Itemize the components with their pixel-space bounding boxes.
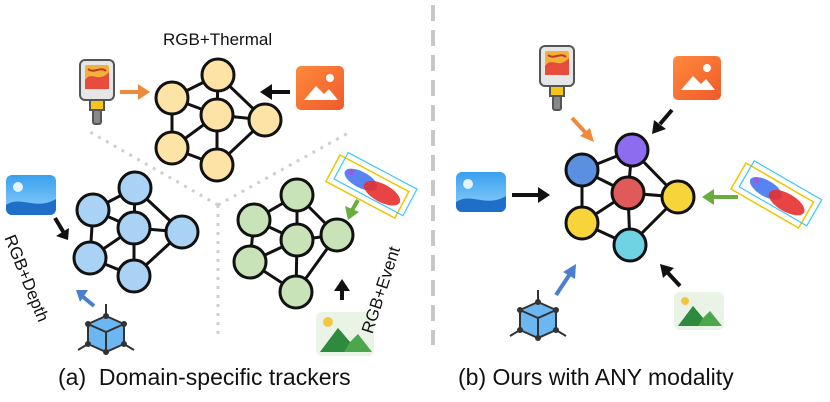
node-blue: [564, 152, 600, 188]
separator-dots: [89, 130, 351, 340]
caption-a: (a) Domain-specific trackers: [58, 364, 351, 390]
node: [116, 258, 152, 294]
node: [232, 244, 268, 280]
depth-network: [72, 170, 200, 294]
node: [164, 214, 200, 250]
rgb-mountain-icon: [674, 292, 724, 330]
node-purple: [614, 132, 650, 168]
node: [319, 217, 355, 253]
arrow-thermal: [570, 116, 587, 134]
node: [199, 97, 235, 133]
node: [278, 274, 314, 310]
node: [199, 147, 235, 183]
arrow-rgb: [658, 108, 674, 126]
node-yellow: [660, 179, 696, 215]
unified-network: [564, 132, 696, 263]
arrow-rgb-bottom: [666, 271, 682, 288]
rgb-image-icon: [673, 56, 721, 100]
node-red: [610, 175, 646, 211]
arrow-depth-3d: [554, 272, 572, 297]
arrow-depth-rgb: [53, 216, 66, 235]
event-cloud-icon: [729, 159, 823, 230]
thermal-network: [154, 57, 283, 183]
node: [279, 222, 315, 258]
node: [279, 177, 315, 213]
node-yellow-left: [564, 205, 600, 241]
depth-landscape-icon: [456, 172, 506, 212]
node-cyan: [612, 227, 648, 263]
node: [247, 102, 283, 138]
node: [236, 202, 272, 238]
thermal-camera-icon: [539, 45, 575, 111]
node: [116, 210, 152, 246]
node: [200, 57, 236, 93]
node: [117, 170, 153, 206]
rgb-mountain-icon: [316, 312, 374, 356]
cube-3d-icon: [77, 304, 135, 355]
caption-b: (b) Ours with ANY modality: [458, 364, 734, 390]
thermal-camera-icon: [79, 59, 115, 125]
label-rgb-thermal: RGB+Thermal: [163, 30, 273, 49]
node: [72, 240, 108, 276]
node: [75, 192, 111, 228]
cube-3d-icon: [509, 290, 567, 341]
event-network: [232, 177, 355, 310]
node: [154, 80, 190, 116]
arrow-depth: [80, 294, 96, 308]
rgb-image-icon: [296, 66, 344, 110]
node: [154, 130, 190, 166]
event-cloud-icon: [324, 151, 418, 220]
depth-landscape-icon: [6, 175, 56, 215]
